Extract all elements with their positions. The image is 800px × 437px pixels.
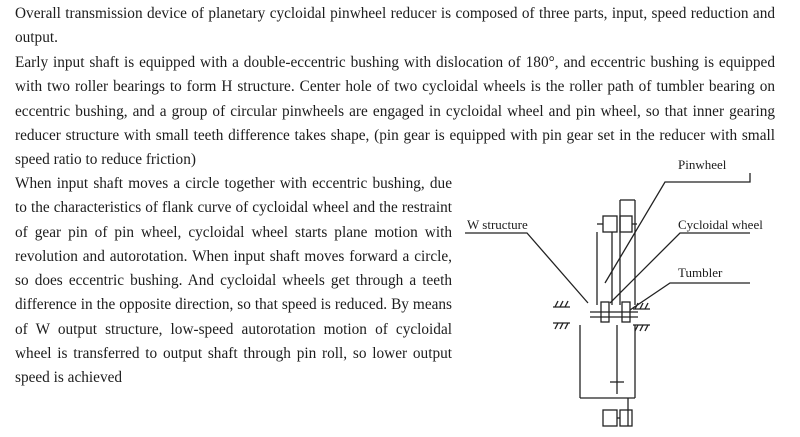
- cycloidal-wheels: [596, 232, 613, 305]
- output-shaft: [602, 398, 633, 427]
- tumbler-bearing: [590, 301, 638, 323]
- left-bearing: [553, 300, 570, 330]
- label-pinwheel: Pinwheel: [678, 157, 727, 172]
- label-w-structure: W structure: [467, 217, 528, 232]
- right-bearing: [633, 302, 650, 332]
- w-structure-frame: [579, 325, 636, 399]
- pinwheel-housing: [597, 199, 637, 305]
- leader-lines: [465, 173, 751, 311]
- label-cycloidal-wheel: Cycloidal wheel: [678, 217, 763, 232]
- reducer-diagram: [465, 173, 751, 427]
- paragraph-overview: Overall transmission device of planetary…: [15, 5, 775, 47]
- paragraph-motion: When input shaft moves a circle together…: [15, 175, 452, 387]
- label-tumbler: Tumbler: [678, 265, 723, 280]
- paragraph-structure: Early input shaft is equipped with a dou…: [15, 54, 775, 169]
